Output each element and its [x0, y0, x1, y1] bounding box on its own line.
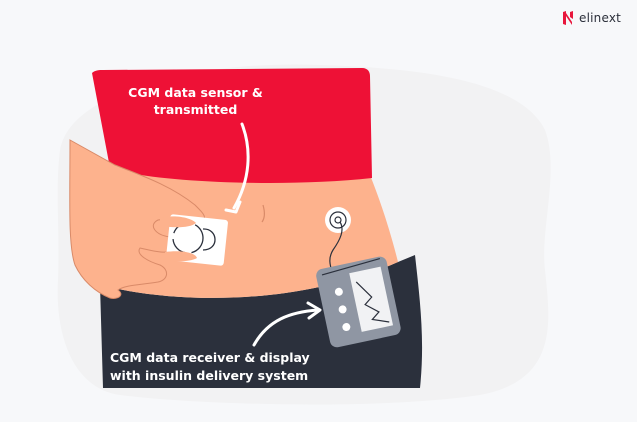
- infusion-ring: [329, 211, 347, 229]
- receiver-device: [316, 256, 401, 348]
- sensor-tab: [202, 228, 216, 251]
- infusion-tube: [329, 221, 343, 273]
- receiver-arrowhead-icon: [306, 301, 322, 320]
- receiver-label-line1: CGM data receiver & display: [110, 350, 310, 365]
- elinext-logo-icon: [563, 11, 573, 25]
- sensor-arrow: [232, 122, 250, 210]
- shirt: [92, 68, 372, 183]
- sensor-label: CGM data sensor & transmitted: [128, 85, 263, 117]
- brand-logo[interactable]: elinext: [562, 10, 621, 26]
- finger-tip: [160, 216, 196, 228]
- navel: [261, 204, 265, 223]
- receiver-label-line2: with insulin delivery system: [110, 368, 309, 383]
- infusion-center: [334, 216, 342, 224]
- receiver-label: CGM data receiver & display with insulin…: [110, 349, 360, 385]
- receiver-arrow: [252, 308, 320, 347]
- thumb-tip: [165, 251, 197, 262]
- sensor-arrowhead-icon: [224, 200, 242, 214]
- sensor-disc: [172, 222, 204, 254]
- brand-name: elinext: [579, 11, 622, 25]
- infusion-site: [325, 207, 351, 233]
